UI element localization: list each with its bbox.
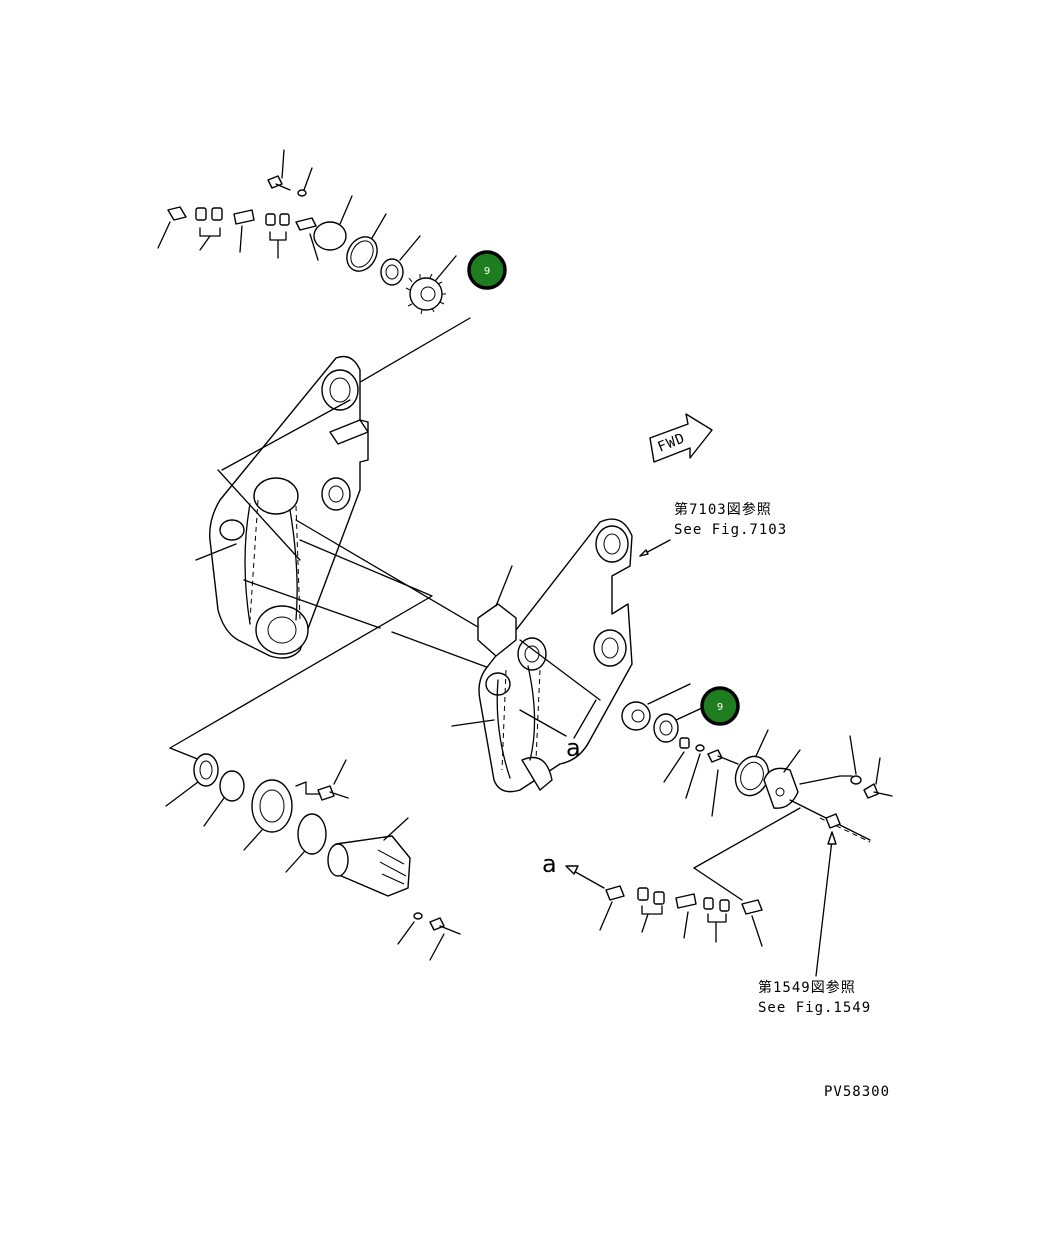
view-a-arrow	[565, 865, 605, 889]
callout-badge-top-number: 9	[484, 266, 490, 277]
drawing-code: PV58300	[824, 1084, 890, 1100]
callout-badge-top[interactable]: 9	[467, 250, 507, 290]
leader-lines	[169, 519, 501, 761]
right-frame-assembly	[451, 518, 633, 793]
ref-1549-en: See Fig.1549	[758, 1000, 871, 1016]
callout-badge-mid[interactable]: 9	[700, 686, 740, 726]
mid-parts-row	[621, 683, 893, 869]
ref-7103-jp: 第7103図参照	[674, 501, 772, 518]
fwd-arrow: FWD	[649, 413, 713, 463]
left-frame-assembly	[195, 355, 369, 659]
reference-1549: 第1549図参照 See Fig.1549	[758, 831, 871, 1016]
view-a-label-lower: a	[542, 850, 557, 878]
ref-1549-jp: 第1549図参照	[758, 979, 856, 996]
view-a-label-upper: a	[566, 734, 581, 762]
ref-7103-en: See Fig.7103	[674, 522, 787, 538]
reference-7103: 第7103図参照 See Fig.7103	[639, 501, 787, 557]
bottom-left-parts	[165, 753, 461, 961]
callout-badge-mid-number: 9	[717, 702, 723, 713]
bottom-right-parts-row	[599, 867, 763, 947]
top-parts-row	[157, 149, 471, 389]
